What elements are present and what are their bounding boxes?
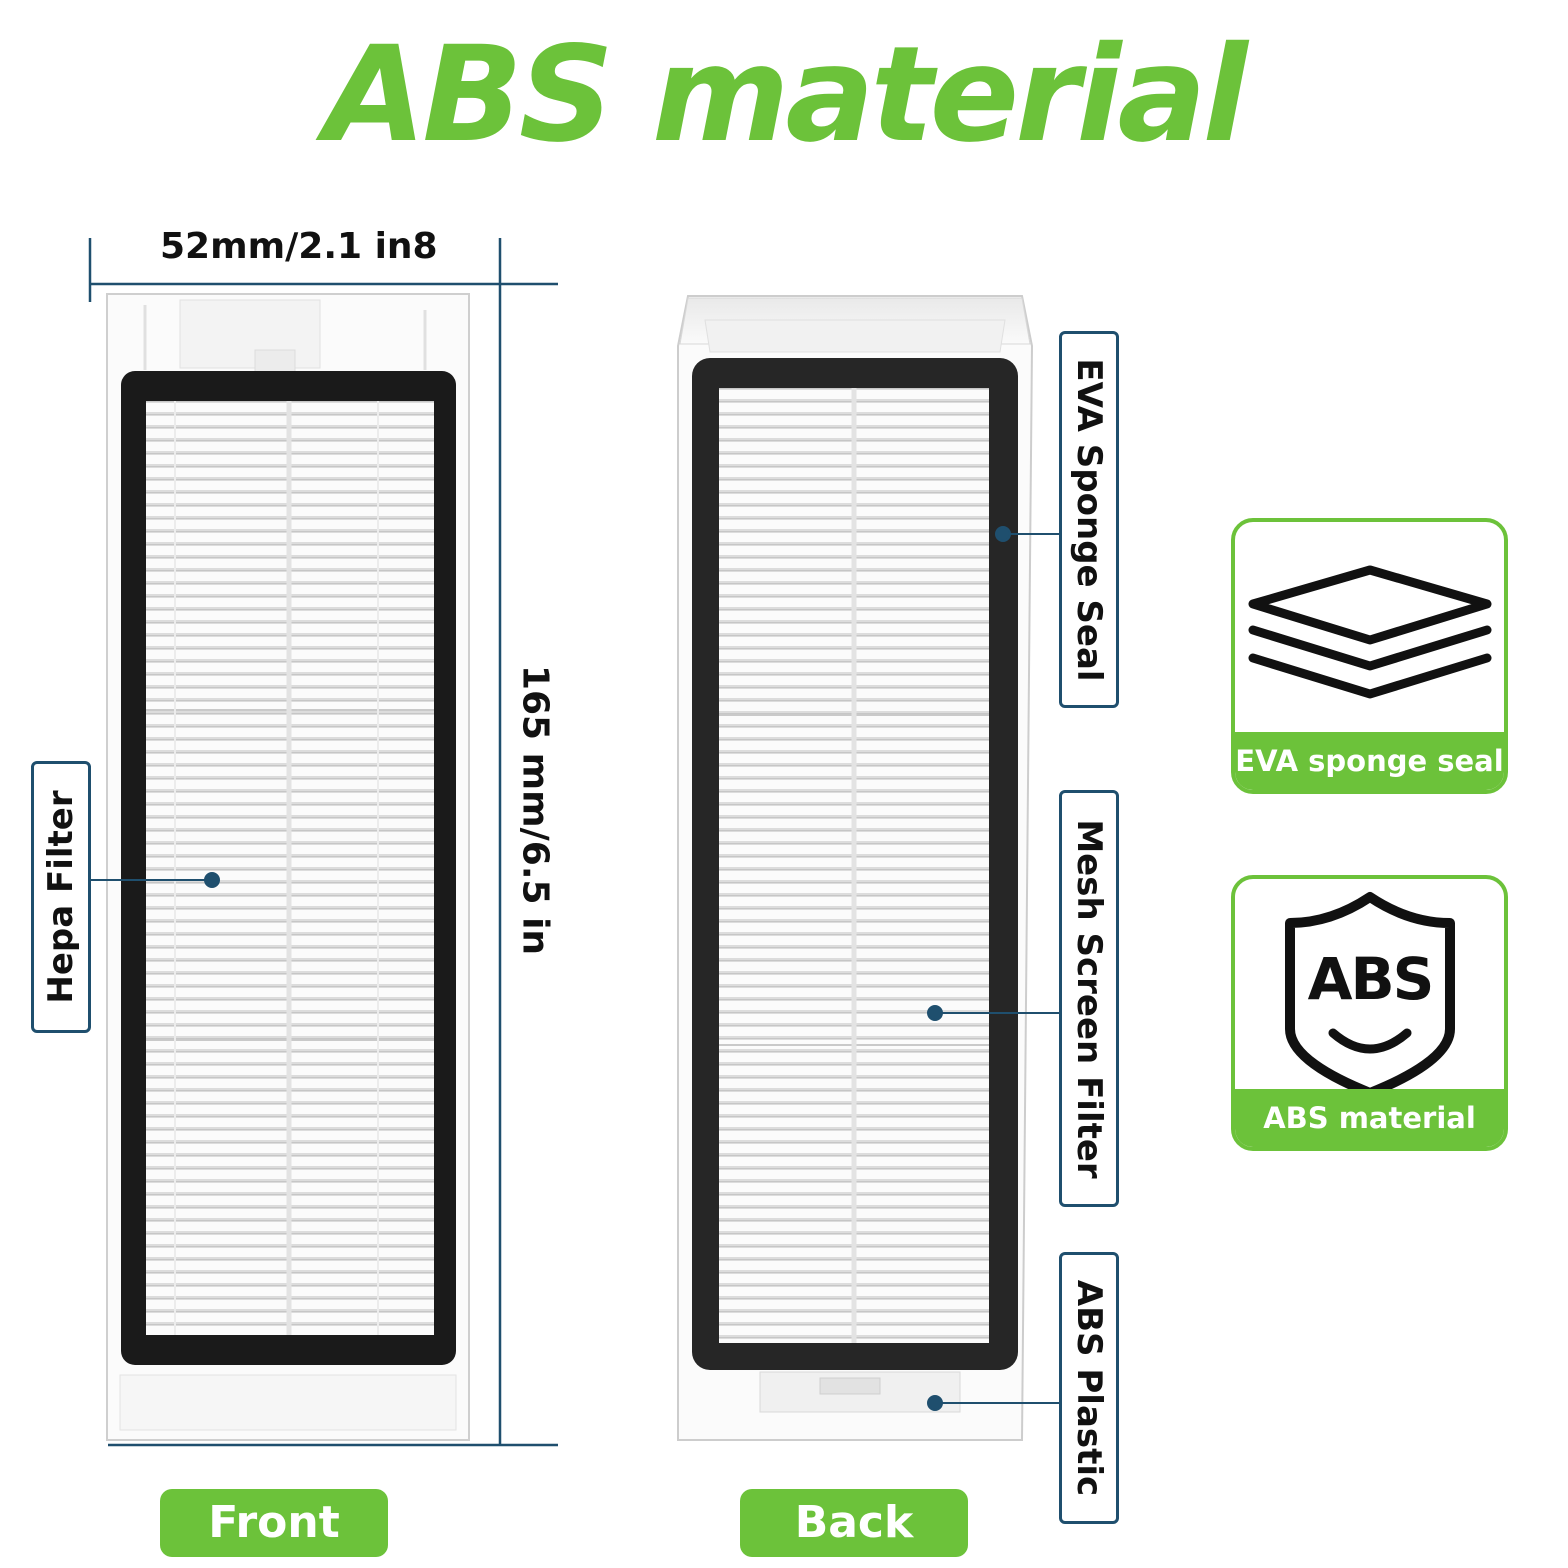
feature-card-abs: ABS ABS material bbox=[1231, 875, 1508, 1151]
eva-seal-label: EVA Sponge Seal bbox=[1059, 331, 1119, 708]
callout-leaders bbox=[88, 526, 1060, 1411]
front-filter bbox=[106, 293, 470, 1441]
mesh-screen-text: Mesh Screen Filter bbox=[1069, 818, 1109, 1179]
height-dimension: 165 mm/6.5 in bbox=[514, 664, 556, 956]
hepa-filter-text: Hepa Filter bbox=[41, 790, 81, 1004]
page-title: ABS material bbox=[324, 18, 1248, 172]
height-dimension-box: 165 mm/6.5 in bbox=[510, 610, 560, 1010]
feature-card-eva: EVA sponge seal bbox=[1231, 518, 1508, 794]
back-label: Back bbox=[740, 1489, 968, 1557]
dimension-lines bbox=[88, 238, 558, 1447]
abs-badge-text: ABS bbox=[1307, 945, 1435, 1013]
abs-plastic-label: ABS Plastic bbox=[1059, 1252, 1119, 1524]
abs-plastic-text: ABS Plastic bbox=[1069, 1279, 1109, 1497]
feature-label-abs: ABS material bbox=[1235, 1089, 1504, 1147]
front-label: Front bbox=[160, 1489, 388, 1557]
width-dimension: 52mm/2.1 in8 bbox=[160, 226, 438, 267]
eva-seal-text: EVA Sponge Seal bbox=[1069, 357, 1109, 682]
feature-label-eva: EVA sponge seal bbox=[1235, 732, 1504, 790]
layers-icon bbox=[1248, 565, 1492, 699]
mesh-screen-label: Mesh Screen Filter bbox=[1059, 790, 1119, 1207]
hepa-filter-label: Hepa Filter bbox=[31, 761, 91, 1033]
back-filter bbox=[677, 295, 1034, 1441]
